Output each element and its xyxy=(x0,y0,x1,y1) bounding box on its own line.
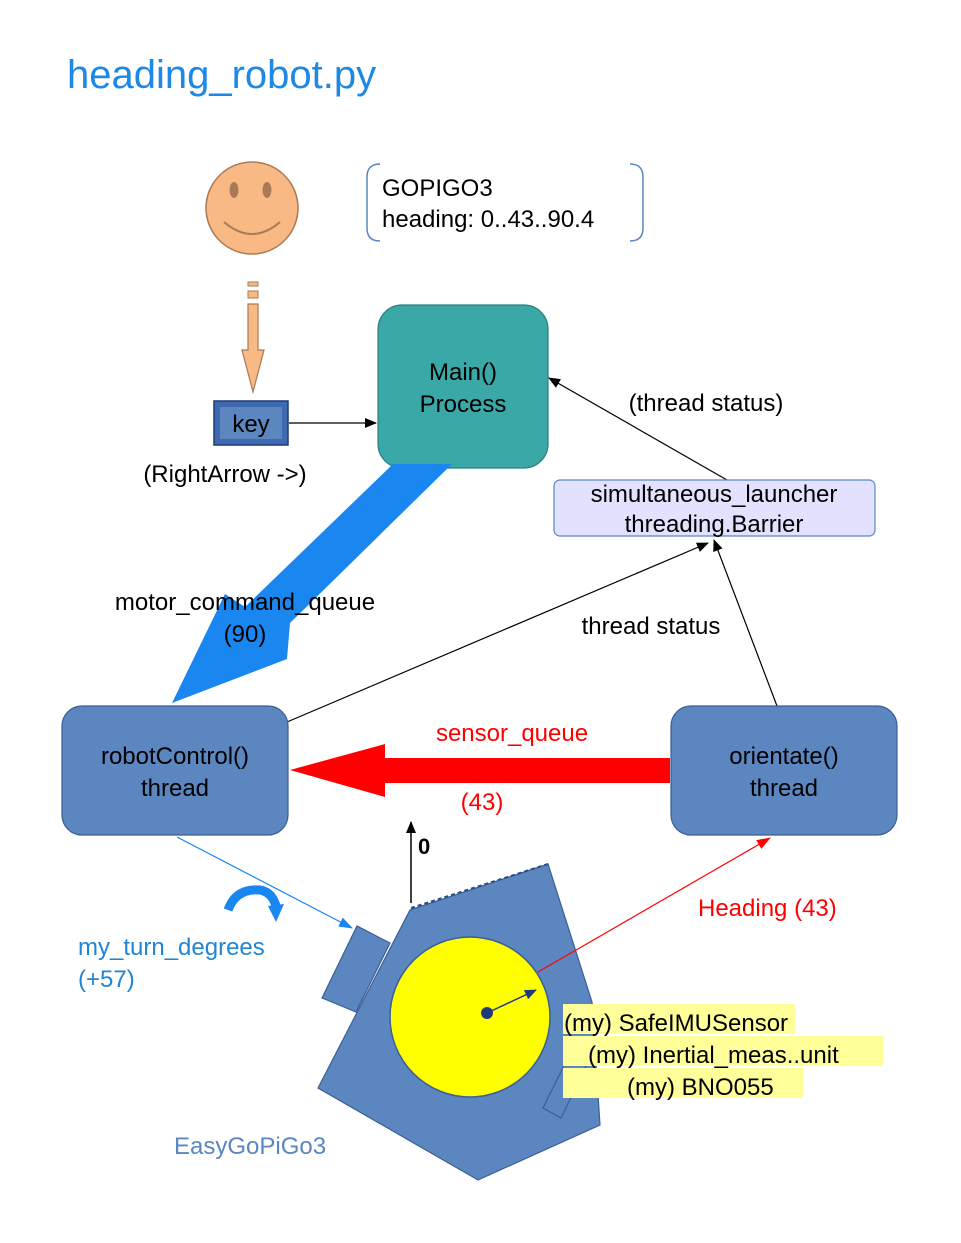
turn-label: my_turn_degrees xyxy=(78,934,265,961)
smiley-face-icon xyxy=(205,161,299,255)
sensor-queue-arrow xyxy=(290,744,670,797)
sensor-label-safeimu: (my) SafeIMUSensor xyxy=(564,1010,788,1037)
status-note-line2: heading: 0..43..90.4 xyxy=(382,206,594,233)
orientate-to-barrier-arrow xyxy=(713,539,778,707)
robot-wheel-left xyxy=(321,925,391,1013)
main-process-box: Main() Process xyxy=(377,304,549,469)
turn-command-arrow xyxy=(176,836,353,929)
orientate-box: orientate() thread xyxy=(670,705,898,836)
key-label: key xyxy=(232,411,269,438)
zero-heading-label: 0 xyxy=(418,834,430,859)
imu-sensor xyxy=(389,936,551,1098)
robot-control-line1: robotControl() xyxy=(101,743,249,770)
robotcontrol-to-barrier-arrow xyxy=(286,542,709,723)
thread-status-label: thread status xyxy=(582,613,721,640)
page-title: heading_robot.py xyxy=(67,53,376,97)
heading-label: Heading (43) xyxy=(698,895,837,922)
rotate-clockwise-icon xyxy=(223,885,284,922)
orientate-line1: orientate() xyxy=(729,743,838,770)
barrier-box: simultaneous_launcher threading.Barrier xyxy=(553,479,876,538)
main-process-line2: Process xyxy=(420,391,507,418)
turn-value: (+57) xyxy=(78,966,135,993)
sensor-label-inertial: (my) Inertial_meas..unit xyxy=(588,1042,839,1069)
sensor-label-bno055: (my) BNO055 xyxy=(627,1074,774,1101)
keypress-arrow xyxy=(241,281,265,395)
key-caption: (RightArrow ->) xyxy=(143,461,306,488)
thread-status-main-label: (thread status) xyxy=(629,390,784,417)
robot-name-label: EasyGoPiGo3 xyxy=(174,1133,326,1160)
barrier-line1: simultaneous_launcher xyxy=(591,481,838,508)
barrier-line2: threading.Barrier xyxy=(625,511,804,538)
motor-queue-label: motor_command_queue xyxy=(115,589,375,616)
status-note: GOPIGO3 heading: 0..43..90.4 xyxy=(366,163,644,242)
status-note-line1: GOPIGO3 xyxy=(382,175,493,202)
motor-command-queue-arrow xyxy=(172,464,452,703)
sensor-labels: (my) SafeIMUSensor (my) Inertial_meas..u… xyxy=(563,1004,883,1101)
sensor-queue-label: sensor_queue xyxy=(436,720,588,747)
robot-control-line2: thread xyxy=(141,775,209,802)
sensor-queue-value: (43) xyxy=(461,789,504,816)
heading-arrow xyxy=(537,837,771,973)
orientate-line2: thread xyxy=(750,775,818,802)
key-box: key xyxy=(213,400,289,446)
motor-queue-value: (90) xyxy=(224,621,267,648)
barrier-to-main-arrow xyxy=(548,377,728,481)
robot-control-box: robotControl() thread xyxy=(61,705,289,836)
main-process-line1: Main() xyxy=(429,359,497,386)
